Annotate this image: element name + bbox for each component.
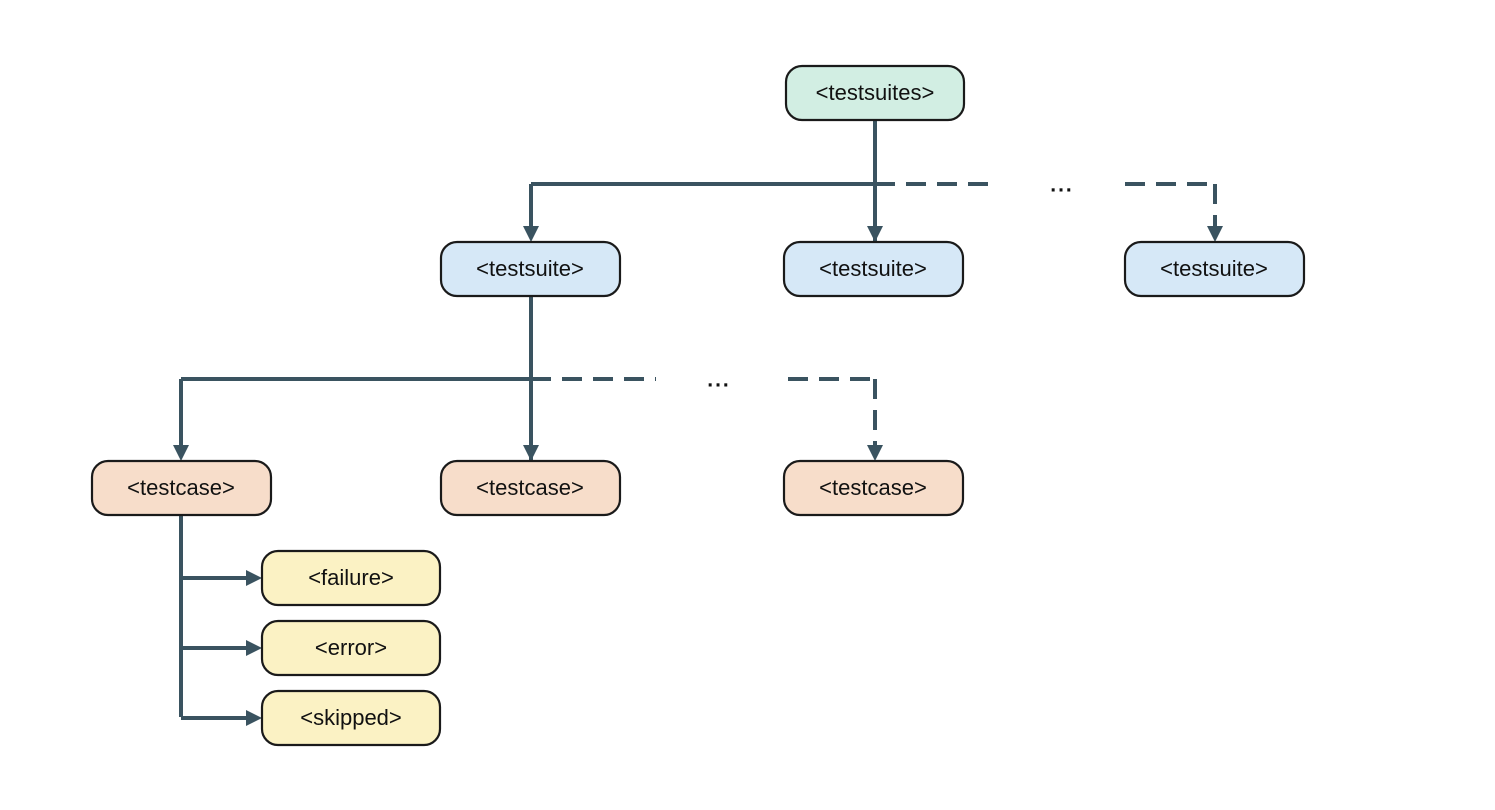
- node-error-shape[interactable]: [260, 619, 442, 677]
- node-skipped-shape[interactable]: [260, 689, 442, 747]
- edge-layer: [173, 120, 1223, 726]
- node-testsuite-2[interactable]: <testsuite>: [782, 240, 965, 298]
- node-testcase-2-label: <testcase>: [476, 475, 584, 500]
- ellipsis-testcases: ...: [707, 369, 731, 392]
- node-failure[interactable]: <failure>: [260, 549, 442, 607]
- node-testsuites-label: <testsuites>: [816, 80, 935, 105]
- arrowhead-testsuite-3: [1207, 226, 1223, 242]
- arrowhead-testcase-3: [867, 445, 883, 461]
- node-testcase-1-shape[interactable]: [90, 459, 273, 517]
- node-testsuite-1-shape[interactable]: [439, 240, 622, 298]
- node-error-label: <error>: [315, 635, 387, 660]
- node-testsuite-3-label: <testsuite>: [1160, 256, 1268, 281]
- node-error[interactable]: <error>: [260, 619, 442, 677]
- node-testsuite-2-label: <testsuite>: [819, 256, 927, 281]
- ellipsis-testsuites: ...: [1050, 174, 1074, 197]
- node-testsuites-shape[interactable]: [784, 64, 966, 122]
- node-testcase-3-shape[interactable]: [782, 459, 965, 517]
- node-testsuites[interactable]: <testsuites>: [784, 64, 966, 122]
- node-testcase-3[interactable]: <testcase>: [782, 459, 965, 517]
- arrowhead-failure: [246, 570, 262, 586]
- node-testcase-2[interactable]: <testcase>: [439, 459, 622, 517]
- node-skipped-label: <skipped>: [300, 705, 402, 730]
- node-failure-label: <failure>: [308, 565, 394, 590]
- node-testcase-1[interactable]: <testcase>: [90, 459, 273, 517]
- arrowhead-testcase-1: [173, 445, 189, 461]
- arrowhead-testsuite-2: [867, 226, 883, 242]
- node-testsuite-3-shape[interactable]: [1123, 240, 1306, 298]
- arrowhead-testsuite-1: [523, 226, 539, 242]
- arrowhead-testcase-2: [523, 445, 539, 461]
- node-testcase-1-label: <testcase>: [127, 475, 235, 500]
- node-testsuite-1-label: <testsuite>: [476, 256, 584, 281]
- node-testsuite-3[interactable]: <testsuite>: [1123, 240, 1306, 298]
- node-testcase-2-shape[interactable]: [439, 459, 622, 517]
- arrowhead-skipped: [246, 710, 262, 726]
- node-layer: <testsuites> <testsuite> <testsuite> <te…: [90, 64, 1306, 747]
- arrowhead-error: [246, 640, 262, 656]
- node-testcase-3-label: <testcase>: [819, 475, 927, 500]
- node-testsuite-2-shape[interactable]: [782, 240, 965, 298]
- node-skipped[interactable]: <skipped>: [260, 689, 442, 747]
- ellipsis-layer: ... ...: [707, 174, 1074, 392]
- node-failure-shape[interactable]: [260, 549, 442, 607]
- node-testsuite-1[interactable]: <testsuite>: [439, 240, 622, 298]
